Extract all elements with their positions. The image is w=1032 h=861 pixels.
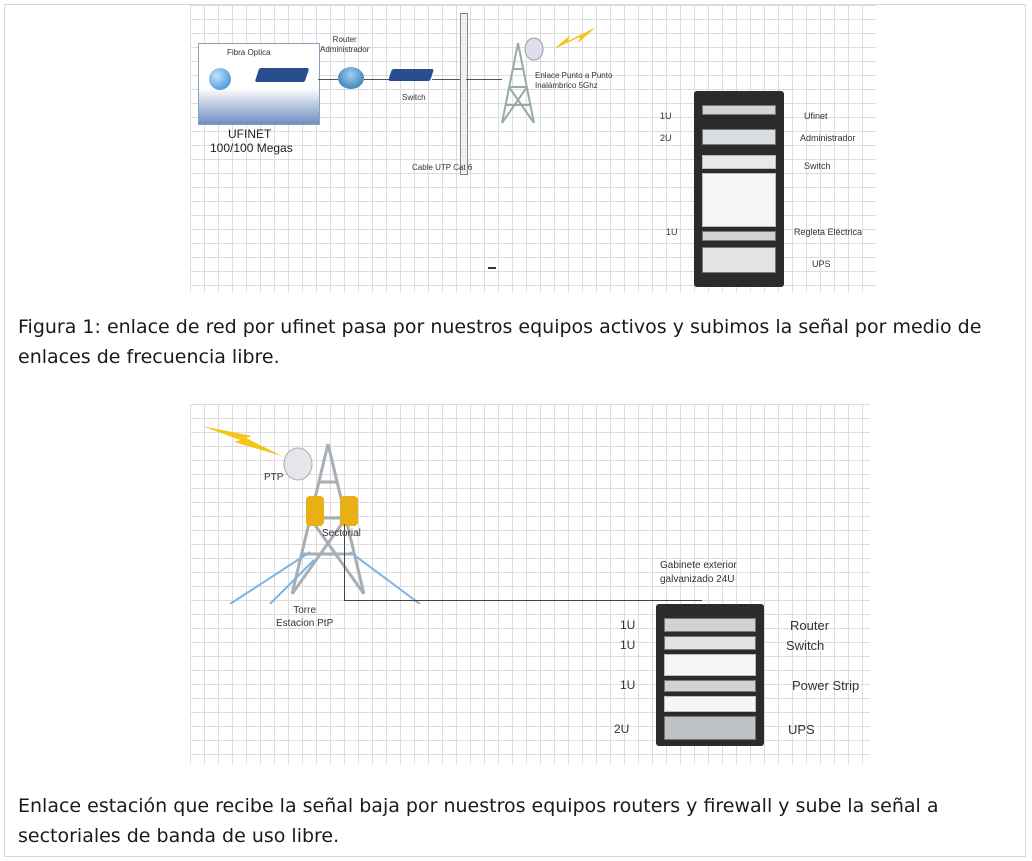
figure-2-diagram: PTP Sectorial Torre Estacion PtP Gabinet… — [190, 404, 870, 764]
rack2-label-2: Switch — [786, 638, 825, 653]
link-line — [344, 600, 702, 601]
rack-device-admin — [702, 129, 776, 145]
rack2-label-3: Power Strip — [792, 678, 860, 693]
tower-label: Torre Estacion PtP — [276, 605, 334, 629]
rack2-label-1: Router — [790, 618, 830, 633]
switch-label: Switch — [402, 93, 426, 102]
provider-name: UFINET — [228, 127, 272, 141]
router-label: Router Administrador — [320, 35, 370, 54]
rack-empty — [702, 173, 776, 227]
rack-cabinet-2 — [656, 604, 764, 746]
rack2-unit-2: 1U — [620, 638, 636, 652]
document-frame — [4, 4, 1026, 857]
rack-device-ufinet — [702, 105, 776, 115]
rack2-label-4: UPS — [788, 722, 815, 737]
link-line — [432, 79, 464, 80]
small-dash — [488, 267, 496, 269]
figure-1-caption: Figura 1: enlace de red por ufinet pasa … — [18, 316, 982, 368]
link-line — [364, 79, 390, 80]
rack-device-power-strip — [664, 680, 756, 692]
rack-device-switch — [702, 155, 776, 169]
rack1-label-2: Administrador — [800, 133, 856, 143]
fiber-modem-icon — [254, 68, 310, 82]
rack-device-ups — [664, 716, 756, 740]
fibra-optica-label: Fibra Optica — [227, 48, 271, 57]
rack-device-regleta — [702, 231, 776, 241]
lightning-icon — [202, 426, 282, 456]
rack1-unit-1: 1U — [660, 111, 672, 121]
link-line — [344, 524, 345, 600]
rack1-label-5: UPS — [812, 259, 831, 269]
figure-1-diagram: Fibra Optica UFINET 100/100 Megas Router… — [190, 5, 876, 292]
rack2-unit-1: 1U — [620, 618, 636, 632]
rack1-unit-2: 2U — [660, 133, 672, 143]
rack-cabinet-1 — [694, 91, 784, 287]
lightning-icon — [554, 27, 596, 49]
provider-box: Fibra Optica — [198, 43, 320, 125]
rack-device-switch — [664, 636, 756, 650]
rack1-unit-4: 1U — [666, 227, 678, 237]
rack1-label-1: Ufinet — [804, 111, 828, 121]
rack2-unit-4: 2U — [614, 722, 630, 736]
wireless-tower-icon — [501, 37, 544, 124]
rack-device-ups — [702, 247, 776, 273]
switch-icon — [388, 69, 434, 81]
provider-speed: 100/100 Megas — [210, 141, 293, 155]
rack-device-router — [664, 618, 756, 632]
router-icon — [338, 67, 364, 89]
rack1-label-4: Regleta Eléctrica — [794, 227, 863, 237]
sectorial-label: Sectorial — [322, 528, 361, 539]
ptp-label: PTP — [264, 472, 284, 483]
rack1-label-3: Switch — [804, 161, 831, 171]
rack2-unit-3: 1U — [620, 678, 636, 692]
link-line — [466, 79, 502, 80]
ptp-link-label: Enlace Punto a Punto Inalámbrico 5Ghz — [535, 71, 613, 90]
figure-2-caption: Enlace estación que recibe la señal baja… — [18, 795, 939, 847]
cable-label: Cable UTP Cat 6 — [412, 163, 473, 172]
ptp-tower-icon — [229, 443, 421, 604]
utp-cable — [460, 13, 468, 175]
link-line — [318, 79, 338, 80]
globe-icon — [209, 68, 231, 90]
rack-empty — [664, 696, 756, 712]
cabinet-label: Gabinete exterior galvanizado 24U — [660, 560, 737, 585]
rack-empty — [664, 654, 756, 676]
